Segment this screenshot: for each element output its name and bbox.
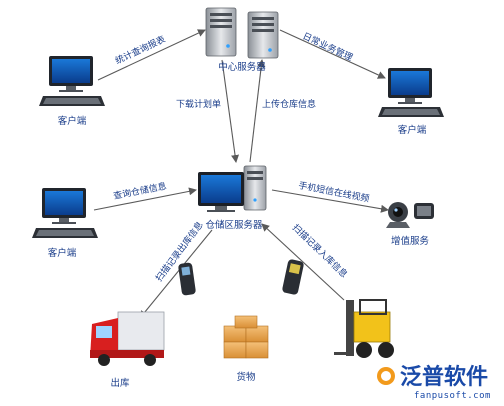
- truck-icon: [90, 311, 165, 366]
- client-left-mid-icon: [32, 188, 98, 238]
- client-left-top-label: 客户端: [58, 115, 87, 127]
- outbound-label: 出库: [110, 377, 130, 389]
- edge-label-daily-management: 日常业务管理: [301, 30, 355, 64]
- connector-client-left-top: [97, 29, 206, 81]
- edge-label-upload-info: 上传仓库信息: [262, 98, 316, 110]
- connectors: [93, 29, 389, 319]
- client-right-icon: [378, 68, 444, 117]
- client-right-label: 客户端: [398, 124, 427, 136]
- edge-label-download-plan: 下载计划单: [176, 98, 221, 110]
- connector-download-plan: [221, 59, 240, 163]
- client-left-top-icon: [39, 56, 105, 106]
- warehouse-server-icon: [198, 165, 267, 212]
- value-added-label: 增值服务: [391, 235, 430, 247]
- warehouse-server-label: 仓储区服务器: [205, 219, 263, 231]
- central-server-label: 中心服务器: [218, 61, 266, 73]
- connector-value-added: [271, 189, 389, 213]
- handheld-scanner-left-icon: [178, 262, 196, 296]
- brand-logo: 泛普软件 fanpusoft.com: [377, 364, 491, 401]
- connector-outbound: [139, 229, 213, 319]
- goods-boxes-icon: [223, 315, 269, 359]
- handheld-scanner-right-icon: [282, 259, 304, 295]
- connector-client-right: [279, 29, 386, 79]
- goods-label: 货物: [236, 371, 256, 383]
- edge-label-stats-reports: 统计查询报表: [113, 33, 167, 67]
- brand-name: 泛普软件: [400, 364, 488, 390]
- central-server-icon: [205, 7, 279, 59]
- connector-client-left-mid: [93, 187, 197, 211]
- client-left-mid-label: 客户端: [48, 247, 77, 259]
- connector-upload-info: [249, 59, 266, 163]
- value-added-icon: [386, 202, 434, 228]
- forklift-icon: [334, 299, 394, 358]
- connector-inbound: [261, 223, 345, 301]
- edge-label-query-storage: 查询仓储信息: [112, 180, 167, 202]
- brand-url: fanpusoft.com: [414, 391, 491, 401]
